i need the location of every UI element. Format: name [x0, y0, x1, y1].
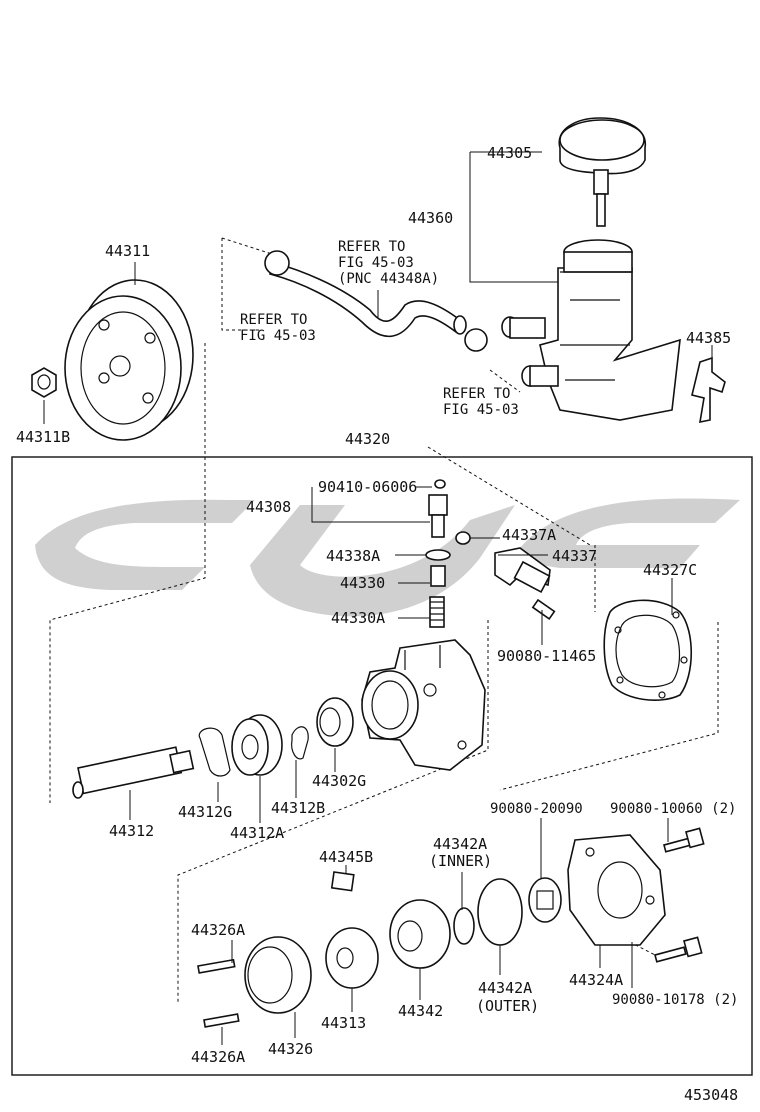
label-44326a-bottom: 44326A — [191, 1048, 245, 1066]
label-44313: 44313 — [321, 1014, 366, 1032]
hose-part — [264, 250, 488, 352]
bolt-lower-part — [654, 936, 703, 963]
union-fitting-part — [455, 531, 556, 620]
note-left-line2: FIG 45-03 — [240, 328, 316, 344]
watermark-logo — [35, 498, 740, 617]
diagram-id: 453048 — [684, 1086, 738, 1104]
reservoir-part — [501, 239, 681, 421]
label-44312b: 44312B — [271, 799, 325, 817]
rear-housing-part — [567, 834, 666, 946]
reservoir-cap-part — [558, 117, 646, 227]
label-44312: 44312 — [109, 822, 154, 840]
pin-top-part — [197, 958, 236, 974]
label-44337a: 44337A — [502, 526, 556, 544]
label-44342a-outer-note: (OUTER) — [476, 997, 539, 1015]
o-ring-outer-part — [477, 878, 523, 946]
label-44330a: 44330A — [331, 609, 385, 627]
label-44337: 44337 — [552, 547, 597, 565]
note-hose-line3: (PNC 44348A) — [338, 271, 439, 287]
label-44305: 44305 — [487, 144, 532, 162]
dashed-guides — [49, 237, 719, 1003]
label-44385: 44385 — [686, 329, 731, 347]
note-left-line1: REFER TO — [240, 312, 307, 328]
label-44345b: 44345B — [319, 848, 373, 866]
assembly-frame — [11, 456, 753, 1076]
part-number-labels: 44305 44360 44311 44311B 44385 44320 443… — [16, 144, 738, 1066]
o-ring-inner-part — [453, 907, 475, 945]
pulley-nut-part — [31, 367, 57, 398]
pulley-part — [64, 279, 194, 441]
side-plate-part — [389, 899, 451, 969]
flow-valve-part — [425, 479, 451, 628]
bracket-part — [691, 356, 726, 424]
note-hose-line1: REFER TO — [338, 239, 405, 255]
ring-part — [291, 726, 309, 760]
bolt-upper-part — [663, 827, 705, 853]
key-part — [330, 871, 355, 892]
note-right-line1: REFER TO — [443, 386, 510, 402]
note-right-line2: FIG 45-03 — [443, 402, 519, 418]
note-hose-line2: FIG 45-03 — [338, 255, 414, 271]
label-44342a-inner: 44342A — [433, 835, 487, 853]
oil-seal-part — [316, 697, 354, 747]
label-90080-10178: 90080-10178 (2) — [612, 992, 738, 1008]
label-44327c: 44327C — [643, 561, 697, 579]
label-90410-06006: 90410-06006 — [318, 478, 417, 496]
washer-part — [528, 877, 562, 923]
label-90080-10060: 90080-10060 (2) — [610, 801, 736, 817]
label-44311: 44311 — [105, 242, 150, 260]
leader-lines — [43, 151, 713, 1045]
label-44312a: 44312A — [230, 824, 284, 842]
label-44360: 44360 — [408, 209, 453, 227]
snap-ring-part — [198, 727, 231, 777]
label-44338a: 44338A — [326, 547, 380, 565]
label-44320: 44320 — [345, 430, 390, 448]
label-44330: 44330 — [340, 574, 385, 592]
label-90080-11465: 90080-11465 — [497, 647, 596, 665]
pin-bottom-part — [203, 1013, 240, 1028]
cam-ring-part — [244, 936, 312, 1014]
label-90080-20090: 90080-20090 — [490, 801, 583, 817]
label-44326a-top: 44326A — [191, 921, 245, 939]
reference-notes: REFER TO FIG 45-03 (PNC 44348A) REFER TO… — [240, 239, 519, 418]
label-44342a-inner-note: (INNER) — [429, 852, 492, 870]
pump-housing-part — [361, 639, 486, 771]
bearing-part — [231, 714, 283, 776]
label-44342: 44342 — [398, 1002, 443, 1020]
label-44342a-outer: 44342A — [478, 979, 532, 997]
label-44324a: 44324A — [569, 971, 623, 989]
shaft-part — [72, 746, 195, 799]
label-44326: 44326 — [268, 1040, 313, 1058]
label-44311b: 44311B — [16, 428, 70, 446]
label-44302g: 44302G — [312, 772, 366, 790]
label-44308: 44308 — [246, 498, 291, 516]
gasket-part — [603, 599, 693, 701]
rotor-part — [325, 927, 379, 989]
label-44312g: 44312G — [178, 803, 232, 821]
